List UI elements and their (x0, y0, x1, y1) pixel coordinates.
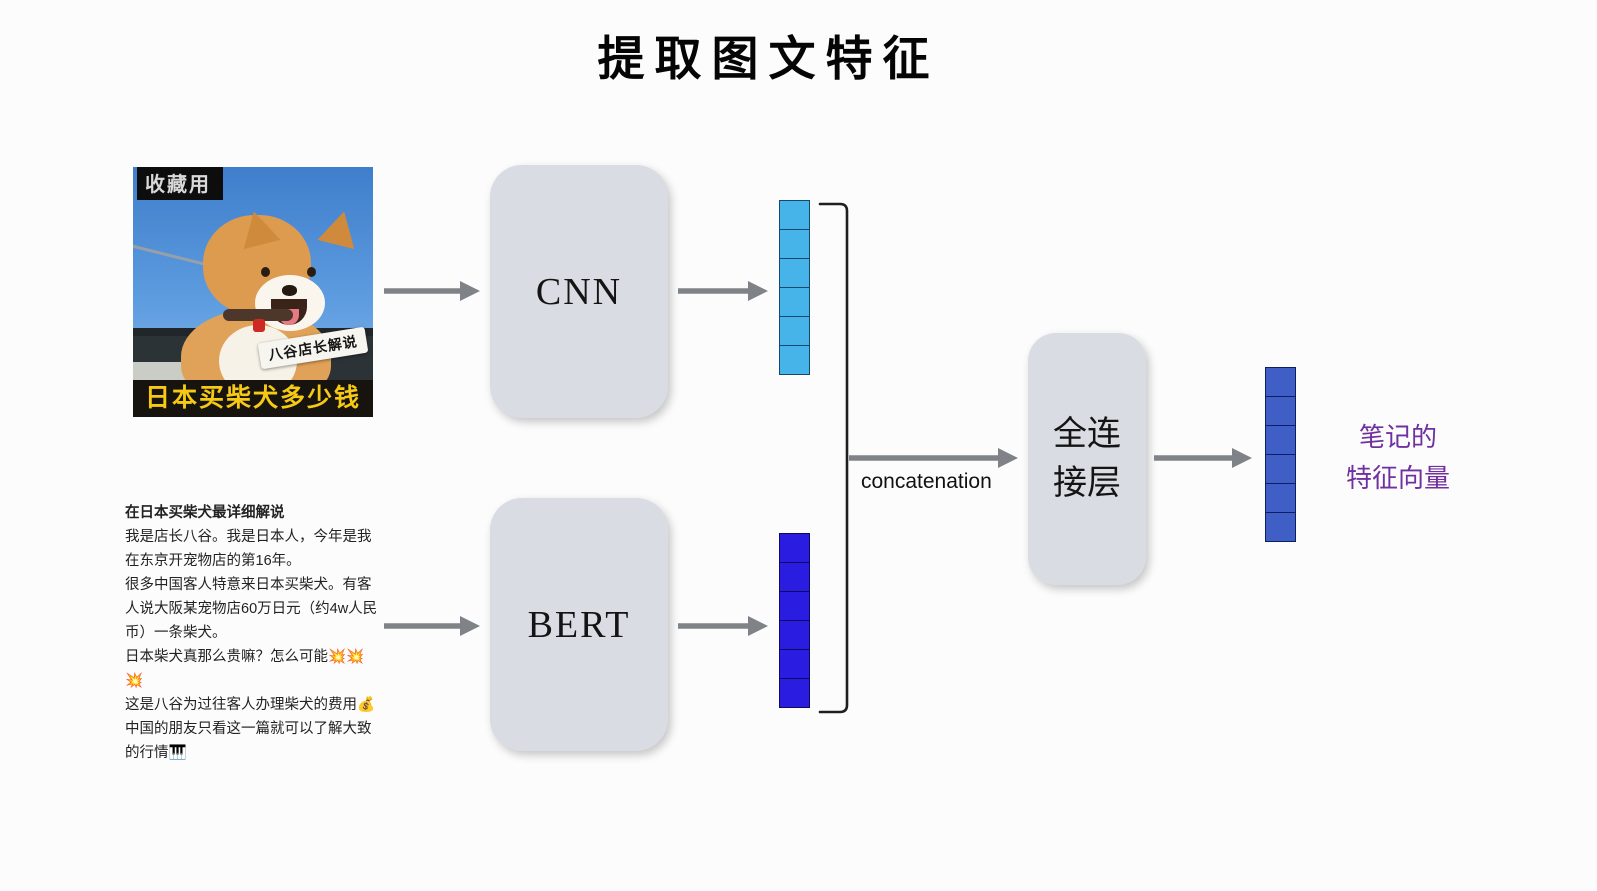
arrow-cnn-to-image-vector (678, 281, 768, 301)
concatenation-label: concatenation (861, 470, 992, 493)
photo-caption-label: 日本买柴犬多少钱 (133, 380, 373, 417)
vector-cell (779, 228, 810, 260)
image-feature-vector (779, 200, 810, 376)
note-text-block: 在日本买柴犬最详细解说 我是店长八谷。我是日本人，今年是我在东京开宠物店的第16… (125, 501, 378, 765)
photo-banner-label: 收藏用 (137, 167, 223, 200)
arrow-bert-to-text-vector (678, 616, 768, 636)
note-text-paragraph: 很多中国客人特意来日本买柴犬。有客人说大阪某宠物店60万日元（约4w人民币）一条… (125, 577, 378, 641)
dog-ear-left (235, 206, 281, 250)
dog-collar (223, 309, 293, 321)
vector-cell (779, 533, 810, 564)
note-image: 收藏用 八谷店长解说 日本买柴犬多少钱 (133, 167, 373, 417)
arrow-text-to-bert (384, 616, 480, 636)
bert-block-label: BERT (527, 603, 631, 646)
text-feature-vector (779, 533, 810, 709)
note-feature-vector (1265, 367, 1296, 543)
vector-cell (1265, 511, 1296, 543)
vector-cell (1265, 424, 1296, 456)
bert-block: BERT (490, 498, 668, 751)
vector-cell (1265, 395, 1296, 427)
vector-cell (779, 286, 810, 318)
page-title: 提取图文特征 (597, 34, 940, 86)
vector-cell (779, 315, 810, 347)
vector-cell (779, 344, 810, 376)
dog-ear-right (317, 206, 363, 250)
vector-cell (779, 590, 810, 622)
fully-connected-block: 全连 接层 (1028, 333, 1146, 585)
dog-head (203, 206, 363, 331)
note-text-paragraph: 这是八谷为过往客人办理柴犬的费用💰 (125, 697, 376, 713)
concatenation-bracket (818, 202, 849, 714)
fully-connected-block-label: 全连 接层 (1053, 415, 1121, 502)
output-feature-label: 笔记的 特征向量 (1345, 423, 1450, 493)
arrow-image-to-cnn (384, 281, 480, 301)
note-text-heading: 在日本买柴犬最详细解说 (125, 505, 285, 521)
shiba-dog-illustration (171, 197, 363, 404)
vector-cell (779, 648, 810, 680)
arrow-bracket-to-fc (849, 448, 1018, 468)
vector-cell (1265, 482, 1296, 514)
dog-eye-left (261, 267, 270, 277)
vector-cell (779, 561, 810, 593)
note-text-paragraph: 中国的朋友只看这一篇就可以了解大致的行情🎹 (125, 721, 372, 761)
note-text-paragraph: 我是店长八谷。我是日本人，今年是我在东京开宠物店的第16年。 (125, 529, 372, 569)
cnn-block: CNN (490, 165, 668, 418)
vector-cell (779, 257, 810, 289)
dog-eye-right (307, 267, 316, 277)
vector-cell (1265, 367, 1296, 398)
vector-cell (779, 619, 810, 651)
cnn-block-label: CNN (535, 270, 623, 313)
dog-collar-tag (253, 319, 265, 332)
dog-nose (282, 285, 297, 296)
note-text-paragraph: 日本柴犬真那么贵嘛？怎么可能💥💥💥 (125, 649, 365, 689)
vector-cell (779, 200, 810, 231)
arrow-fc-to-output-vector (1154, 448, 1252, 468)
vector-cell (1265, 453, 1296, 485)
vector-cell (779, 677, 810, 709)
